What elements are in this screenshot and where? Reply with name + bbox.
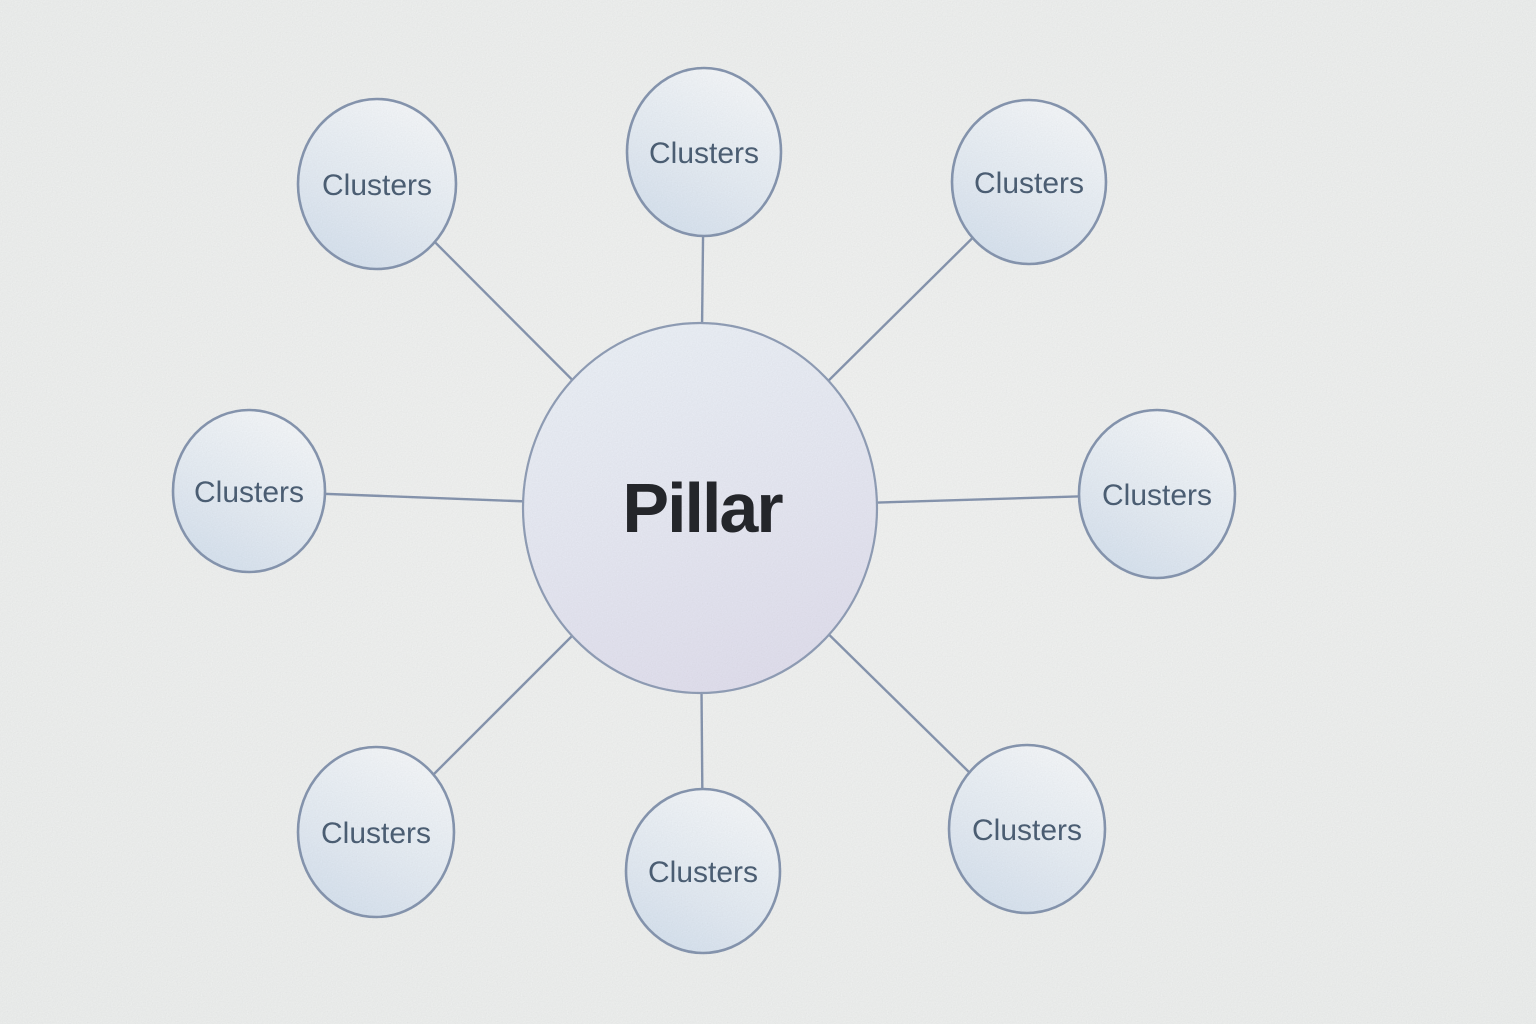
diagram-canvas: Clusters Clusters Clusters Clusters Clus… xyxy=(0,0,1536,1024)
pillar-cluster-diagram: Clusters Clusters Clusters Clusters Clus… xyxy=(0,0,1536,1024)
grain-overlay xyxy=(0,0,1536,1024)
